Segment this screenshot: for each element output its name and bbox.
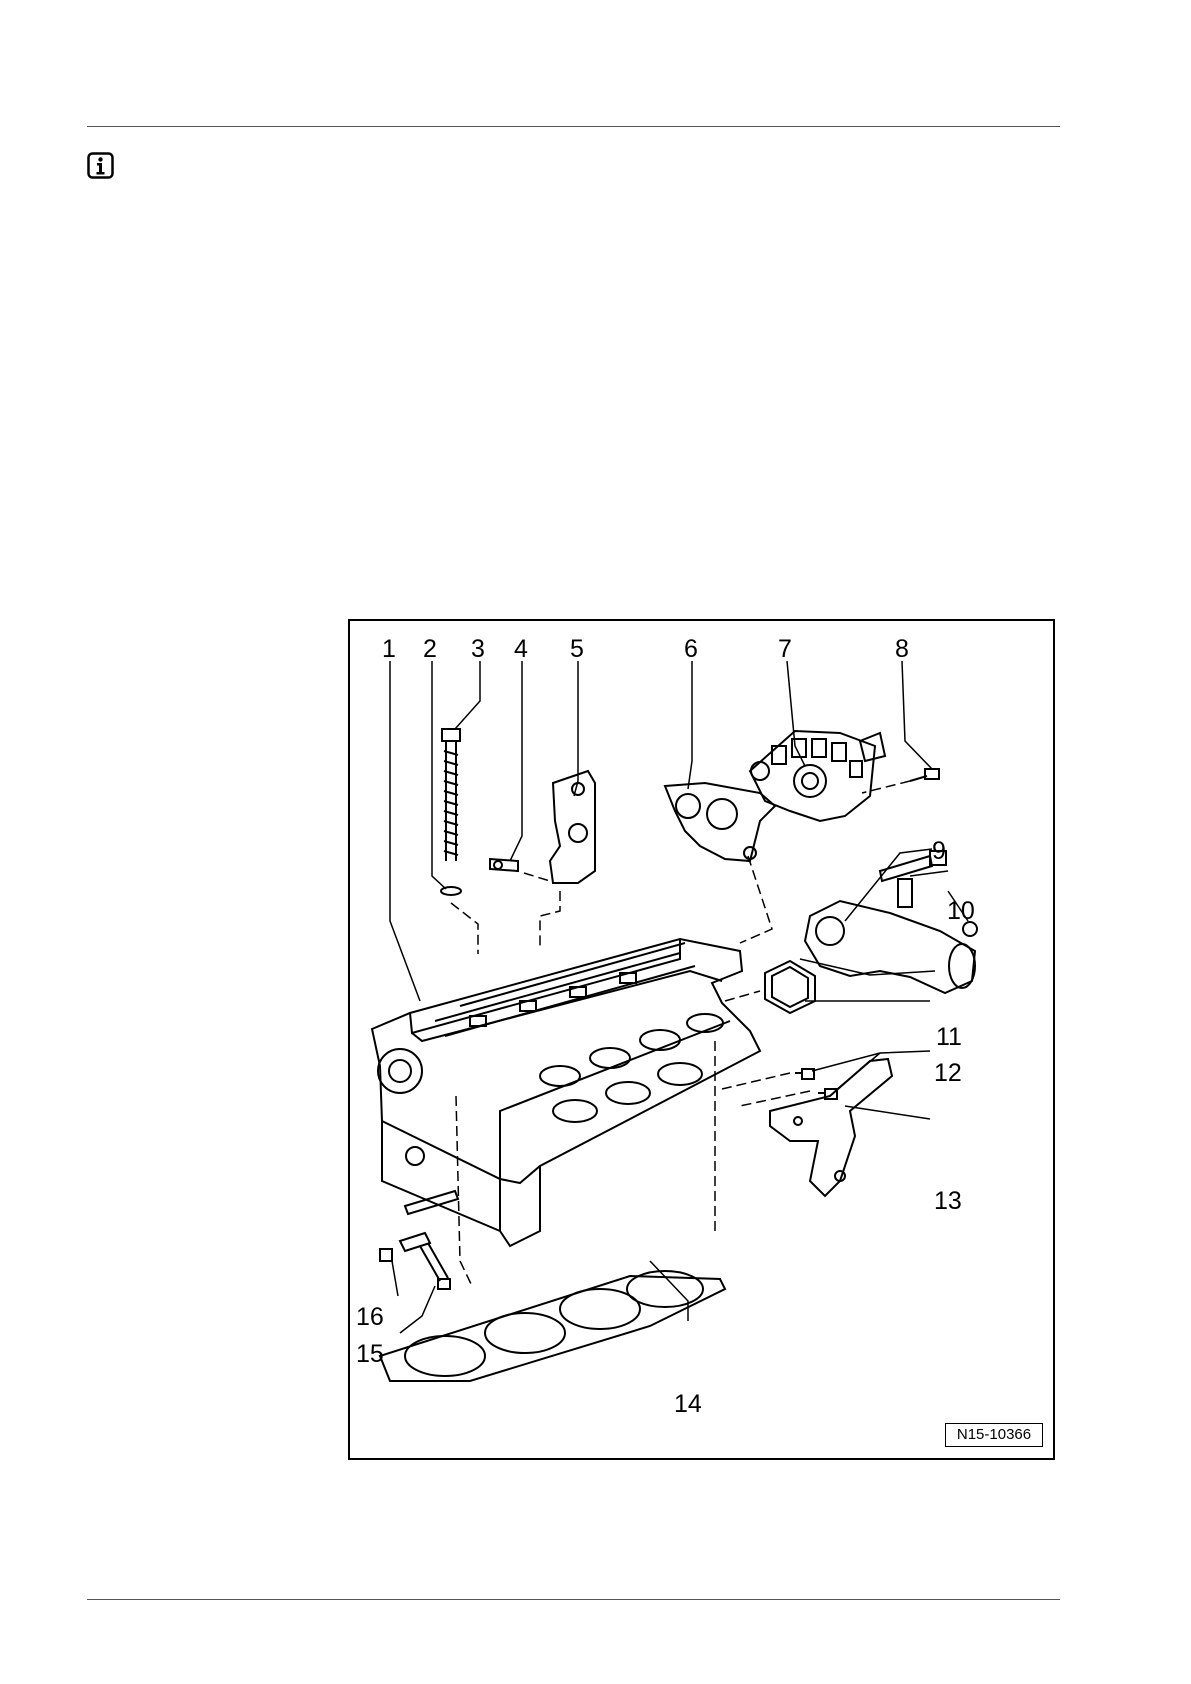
callout-1: 1	[382, 635, 396, 663]
callout-11: 11	[936, 1023, 962, 1051]
cylinder-head-drawing: 1 2 3 4 5 6 7 8 9 10 11 12 13 14 15 16	[350, 621, 1052, 1457]
callout-5: 5	[570, 635, 584, 663]
info-icon[interactable]	[87, 152, 114, 179]
callout-3: 3	[471, 635, 485, 663]
callout-14: 14	[674, 1390, 702, 1418]
callout-16: 16	[356, 1303, 384, 1331]
callout-7: 7	[778, 635, 792, 663]
bottom-rule	[87, 1599, 1060, 1600]
callout-2: 2	[423, 635, 437, 663]
callout-10: 10	[947, 897, 975, 925]
figure-id-label: N15-10366	[945, 1423, 1043, 1447]
top-rule	[87, 126, 1060, 127]
callout-12: 12	[934, 1059, 962, 1087]
callout-15: 15	[356, 1340, 384, 1368]
callout-8: 8	[895, 635, 909, 663]
exploded-view-figure: 1 2 3 4 5 6 7 8 9 10 11 12 13 14 15 16 N…	[348, 619, 1055, 1460]
callout-9: 9	[932, 837, 946, 865]
callout-6: 6	[684, 635, 698, 663]
callout-13: 13	[934, 1187, 962, 1215]
callout-4: 4	[514, 635, 528, 663]
